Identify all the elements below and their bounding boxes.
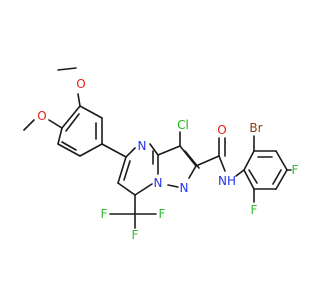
atom-n-pyrimidine: N xyxy=(138,139,147,153)
atom-o-top: O xyxy=(76,77,85,91)
atom-f-cf3-bottom: F xyxy=(132,228,139,242)
bond-ring1-f xyxy=(61,105,81,129)
bond-c-carbonyl xyxy=(195,155,220,167)
bond-methyl-left xyxy=(23,119,35,131)
bond-ring1-e xyxy=(57,127,63,145)
atom-f-para: F xyxy=(292,163,299,177)
bond-ring1-d xyxy=(57,143,81,157)
bond-pym-e xyxy=(117,182,136,196)
atom-cl: Cl xyxy=(177,118,189,132)
molecule-diagram: O O N N N Cl O NH Br F F F F F xyxy=(23,67,299,242)
bond-pyz-d xyxy=(167,184,179,188)
bond-ring2-c xyxy=(275,150,288,171)
bond-ring2-d xyxy=(275,169,288,190)
bond-o-top-ring xyxy=(77,93,81,107)
atom-f-cf3-left: F xyxy=(101,207,108,221)
bond-pym-d xyxy=(134,183,153,196)
bond-pym-b xyxy=(149,143,159,156)
bond-pyz-a xyxy=(157,145,181,156)
bond-pyz-c xyxy=(188,165,197,179)
atom-n-bridge: N xyxy=(154,176,163,190)
atom-f-ortho: F xyxy=(251,203,258,217)
bond-pym-f xyxy=(117,156,127,184)
bond-nh-aryl xyxy=(235,169,245,177)
atom-f-cf3-right: F xyxy=(159,207,166,221)
bond-ring2-a xyxy=(243,150,255,171)
atom-labels: O O N N N Cl O NH Br F F F F F xyxy=(37,77,298,242)
bond-o-left-ring xyxy=(48,119,63,129)
atom-o-left: O xyxy=(37,109,46,123)
bond-ring1-a xyxy=(79,105,103,119)
bond-ring1-double-2 xyxy=(61,141,77,151)
bond-methyl-top xyxy=(57,67,77,71)
bond-ring2-f xyxy=(243,169,255,190)
atom-br: Br xyxy=(249,121,262,135)
bond-ring2-double-2 xyxy=(272,169,282,185)
atom-o-amide: O xyxy=(217,123,226,137)
bond-c-nh xyxy=(218,155,226,172)
bond-ring1-c xyxy=(79,143,103,157)
atom-n-pyrazole: N xyxy=(180,181,189,195)
bond-pym-double-1 xyxy=(123,160,131,181)
bond-pym-a xyxy=(125,147,136,158)
bond-ring1-double-3 xyxy=(65,113,80,132)
bond-aryl-link xyxy=(101,143,127,158)
bond-pyz-b xyxy=(179,145,197,167)
atom-nh: NH xyxy=(218,174,236,188)
bonds xyxy=(23,67,292,229)
bond-ring2-double-3 xyxy=(248,169,258,184)
